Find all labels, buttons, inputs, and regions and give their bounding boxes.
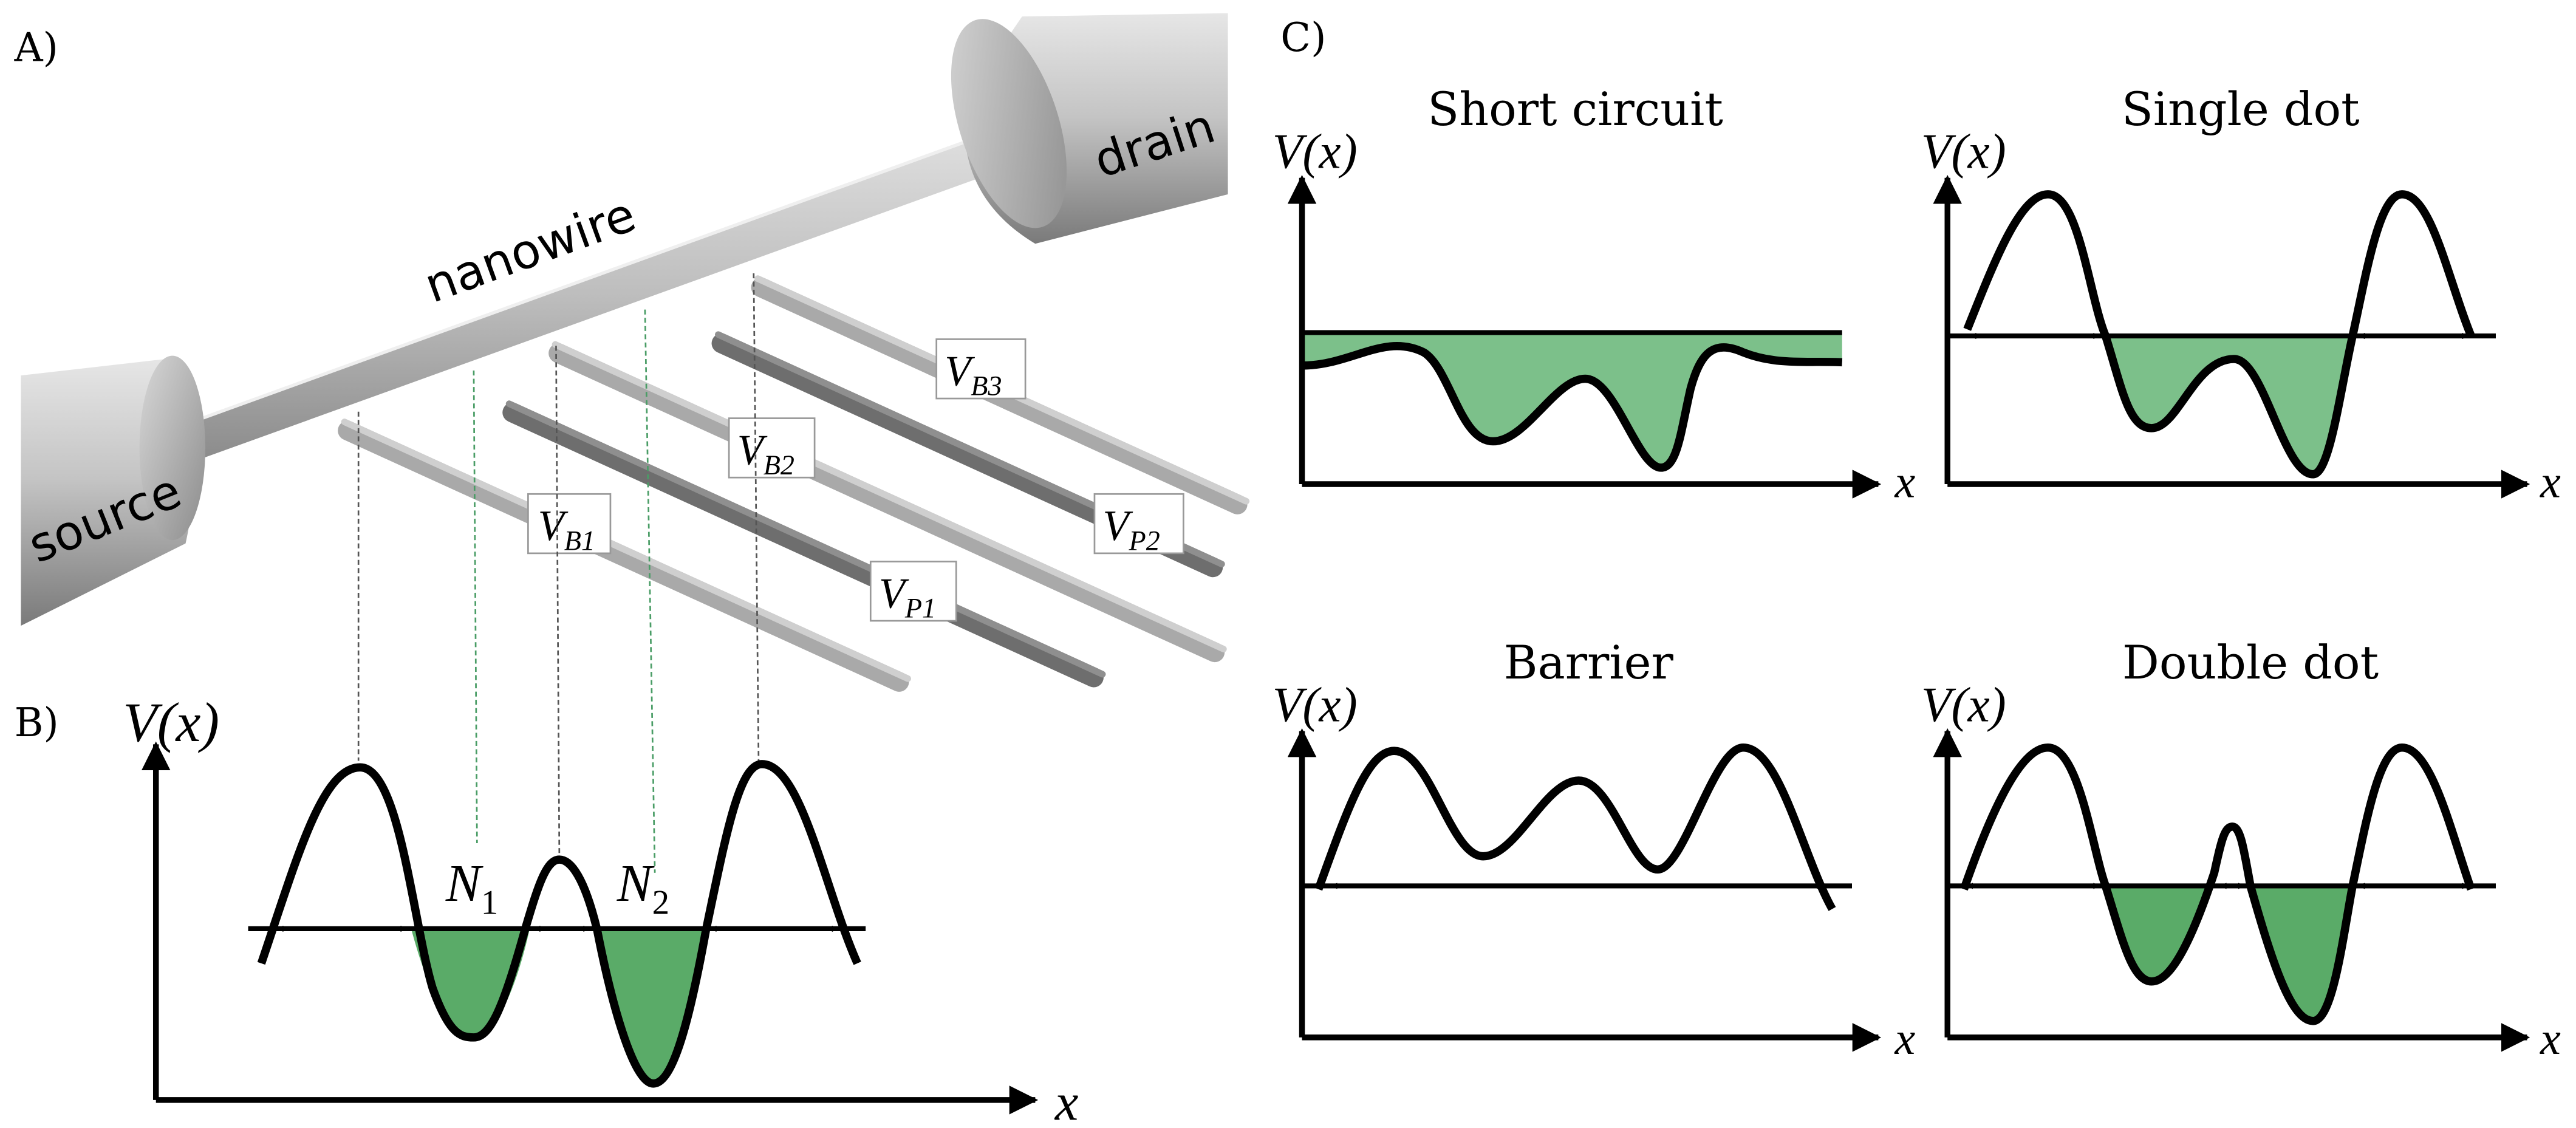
- svg-text:VB2: VB2: [737, 426, 794, 480]
- panel-a-label: A): [14, 25, 58, 70]
- panel-b-x-label: x: [1054, 1073, 1079, 1128]
- svg-text:VP1: VP1: [879, 570, 936, 623]
- double-dot-y-label: V(x): [1921, 677, 2006, 732]
- gate-label-p1: VP1: [869, 561, 957, 624]
- title-barrier: Barrier: [1504, 636, 1674, 689]
- dot-label-n2: N2: [617, 854, 669, 922]
- short-circuit-y-label: V(x): [1273, 125, 1358, 179]
- single-dot-x-label: x: [2540, 457, 2561, 508]
- double-dot-x-label: x: [2540, 1013, 2561, 1064]
- short-circuit-x-label: x: [1894, 457, 1915, 508]
- panel-b-potential-curve: [257, 760, 861, 1088]
- panel-c-barrier: Barrier V(x) x: [1273, 636, 1916, 1064]
- gate-b1: [338, 419, 912, 692]
- nanowire: [165, 126, 1026, 465]
- panel-b-label: B): [15, 700, 59, 746]
- svg-text:VB1: VB1: [538, 502, 595, 556]
- device-illustration: source drain nanowire VB1 VP1 VB2 VP2 VB…: [21, 13, 1250, 692]
- gate-label-b3: VB3: [935, 338, 1027, 402]
- barrier-y-label: V(x): [1273, 677, 1358, 732]
- single-dot-curve: [1963, 190, 2475, 479]
- panel-b: N1 N2 V(x) x: [123, 691, 1079, 1128]
- gate-label-b1: VB1: [527, 493, 612, 556]
- double-dot-curve: [1959, 743, 2475, 1025]
- barrier-curve: [1314, 743, 1836, 911]
- panel-c-label: C): [1280, 15, 1326, 61]
- panel-b-y-label: V(x): [123, 691, 220, 753]
- short-circuit-fill: [1302, 332, 1842, 468]
- short-circuit-curve: [1302, 342, 1843, 472]
- title-short-circuit: Short circuit: [1427, 83, 1723, 136]
- gate-label-b2: VB2: [728, 417, 816, 480]
- projection-lines: [357, 273, 760, 873]
- dot-label-n1: N1: [445, 854, 498, 922]
- double-dot-fill-2: [2250, 886, 2353, 1021]
- panel-c-short-circuit: Short circuit V(x) x: [1273, 83, 1916, 508]
- svg-text:VB3: VB3: [945, 347, 1002, 401]
- panel-c-single-dot: Single dot V(x) x: [1921, 83, 2561, 508]
- gate-b2: [548, 341, 1227, 663]
- panel-c-double-dot: Double dot V(x) x: [1921, 636, 2561, 1064]
- single-dot-y-label: V(x): [1921, 125, 2006, 179]
- barrier-x-label: x: [1894, 1013, 1915, 1064]
- title-double-dot: Double dot: [2122, 636, 2379, 689]
- single-dot-fill: [2105, 336, 2353, 474]
- source-contact: [21, 355, 206, 626]
- title-single-dot: Single dot: [2122, 83, 2360, 136]
- svg-text:VP2: VP2: [1103, 502, 1160, 556]
- gate-label-p2: VP2: [1093, 493, 1184, 556]
- drain-contact: [951, 13, 1228, 244]
